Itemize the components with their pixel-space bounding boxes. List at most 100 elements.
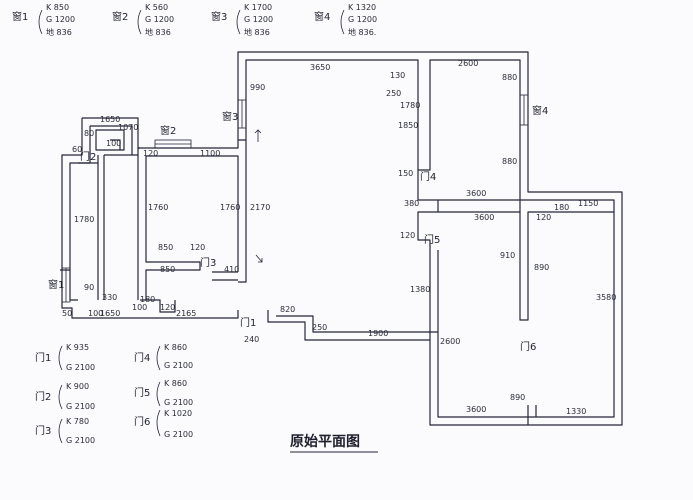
main-north-wall xyxy=(237,51,623,426)
dim-label: 3650 xyxy=(310,63,330,72)
dim-label: 60 xyxy=(72,145,82,154)
dim-label: 1650 xyxy=(100,115,120,124)
dim-label: 410 xyxy=(224,265,239,274)
plan-label-window-3: 窗3 xyxy=(222,110,238,123)
walls xyxy=(60,51,623,426)
window-spec-g: G 1200 xyxy=(348,15,377,24)
door-spec-g: G 2100 xyxy=(66,436,95,445)
dim-label: 890 xyxy=(534,263,549,272)
window-spec-name: 窗4 xyxy=(314,10,330,23)
door-spec-k: K 860 xyxy=(164,343,187,352)
door-spec-5: 门5 K 860 G 2100 xyxy=(134,379,193,407)
shaft-box xyxy=(95,129,125,151)
plan-label-door-1: 门1 xyxy=(240,316,256,329)
door-spec-k: K 860 xyxy=(164,379,187,388)
dim-label: 50 xyxy=(62,309,72,318)
window-spec-h: 地 836 xyxy=(46,27,72,37)
window-spec-g: G 1200 xyxy=(46,15,75,24)
bedroom-west-wall xyxy=(137,139,247,300)
dim-label: 1330 xyxy=(566,407,586,416)
door-spec-4: 门4 K 860 G 2100 xyxy=(134,343,193,371)
window-spec-g: G 1200 xyxy=(244,15,273,24)
plan-label-door-2: 门2 xyxy=(80,150,96,163)
dim-label: 1100 xyxy=(200,149,220,158)
dim-label: 150 xyxy=(398,169,413,178)
dim-label: 130 xyxy=(390,71,405,80)
dim-label: 820 xyxy=(280,305,295,314)
dim-label: 1780 xyxy=(400,101,420,110)
dim-label: 240 xyxy=(244,335,259,344)
window-spec-3: 窗3 K 1700 G 1200 地 836 xyxy=(211,3,273,37)
dim-label: 120 xyxy=(190,243,205,252)
door-spec-name: 门1 xyxy=(35,351,51,364)
door-spec-name: 门6 xyxy=(134,415,150,428)
dim-label: 330 xyxy=(102,293,117,302)
dim-label: 120 xyxy=(143,149,158,158)
door-spec-g: G 2100 xyxy=(66,363,95,372)
dim-label: 2170 xyxy=(250,203,270,212)
dim-label: 380 xyxy=(404,199,419,208)
window-spec-h: 地 836 xyxy=(145,27,171,37)
dim-label: 880 xyxy=(502,73,517,82)
dim-label: 250 xyxy=(386,89,401,98)
down-arrow-icon xyxy=(255,254,263,263)
plan-label-door-4: 门4 xyxy=(420,170,436,183)
plan-title-group: 原始平面图 xyxy=(290,433,378,453)
plan-label-window-2: 窗2 xyxy=(160,124,176,137)
central-partitions xyxy=(417,170,614,321)
window-spec-h: 地 836. xyxy=(348,27,376,37)
door-spec-3: 门3 K 780 G 2100 xyxy=(35,417,95,445)
dim-label: 2600 xyxy=(458,59,478,68)
dim-label: 1760 xyxy=(220,203,240,212)
dim-label: 250 xyxy=(312,323,327,332)
dim-label: 120 xyxy=(160,303,175,312)
door-spec-2: 门2 K 900 G 2100 xyxy=(35,382,95,411)
dim-label: 1380 xyxy=(410,285,430,294)
door-legend: 门1 K 935 G 2100 门2 K 900 G 2100 门3 K 780… xyxy=(35,343,193,445)
window-spec-k: K 1320 xyxy=(348,3,376,12)
door-spec-k: K 780 xyxy=(66,417,89,426)
window-spec-name: 窗2 xyxy=(112,10,128,23)
dim-label: 180 xyxy=(554,203,569,212)
plan-label-door-6: 门6 xyxy=(520,340,536,353)
door-spec-k: K 900 xyxy=(66,382,89,391)
door-spec-g: G 2100 xyxy=(164,430,193,439)
corridor-wall xyxy=(429,200,521,340)
dim-label: 100 xyxy=(132,303,147,312)
dim-label: 1850 xyxy=(398,121,418,130)
dim-label: 1760 xyxy=(148,203,168,212)
plan-title: 原始平面图 xyxy=(290,433,360,450)
window-legend: 窗1 K 850 G 1200 地 836 窗2 K 560 G 1200 地 … xyxy=(12,3,377,37)
door-spec-k: K 1020 xyxy=(164,409,192,418)
dim-label: 1070 xyxy=(118,123,138,132)
dim-label: 890 xyxy=(510,393,525,402)
plan-label-door-3: 门3 xyxy=(200,256,216,269)
door-spec-name: 门3 xyxy=(35,424,51,437)
window-spec-1: 窗1 K 850 G 1200 地 836 xyxy=(12,3,75,37)
dim-label: 1150 xyxy=(578,199,598,208)
window-spec-4: 窗4 K 1320 G 1200 地 836. xyxy=(314,3,377,37)
door-spec-k: K 935 xyxy=(66,343,89,352)
up-arrow-icon xyxy=(254,129,262,142)
dim-label: 3600 xyxy=(466,189,486,198)
dim-label: 120 xyxy=(536,213,551,222)
door-spec-name: 门4 xyxy=(134,351,150,364)
shaft-mark xyxy=(110,139,121,150)
dim-label: 850 xyxy=(158,243,173,252)
dim-label: 1900 xyxy=(368,329,388,338)
window-spec-k: K 1700 xyxy=(244,3,272,12)
dim-label: 2600 xyxy=(440,337,460,346)
dim-label: 100 xyxy=(106,139,121,148)
dim-label: 880 xyxy=(502,157,517,166)
dim-label: 910 xyxy=(500,251,515,260)
plan-label-window-1: 窗1 xyxy=(48,278,64,291)
dim-label: 80 xyxy=(84,129,94,138)
door-spec-g: G 2100 xyxy=(164,398,193,407)
window-spec-k: K 850 xyxy=(46,3,69,12)
dim-label: 100 xyxy=(88,309,103,318)
window-spec-name: 窗1 xyxy=(12,10,28,23)
door-spec-g: G 2100 xyxy=(164,361,193,370)
window-spec-name: 窗3 xyxy=(211,10,227,23)
plan-windows: 窗1 窗2 窗3 窗4 xyxy=(48,94,548,303)
dim-label: 90 xyxy=(84,283,94,292)
